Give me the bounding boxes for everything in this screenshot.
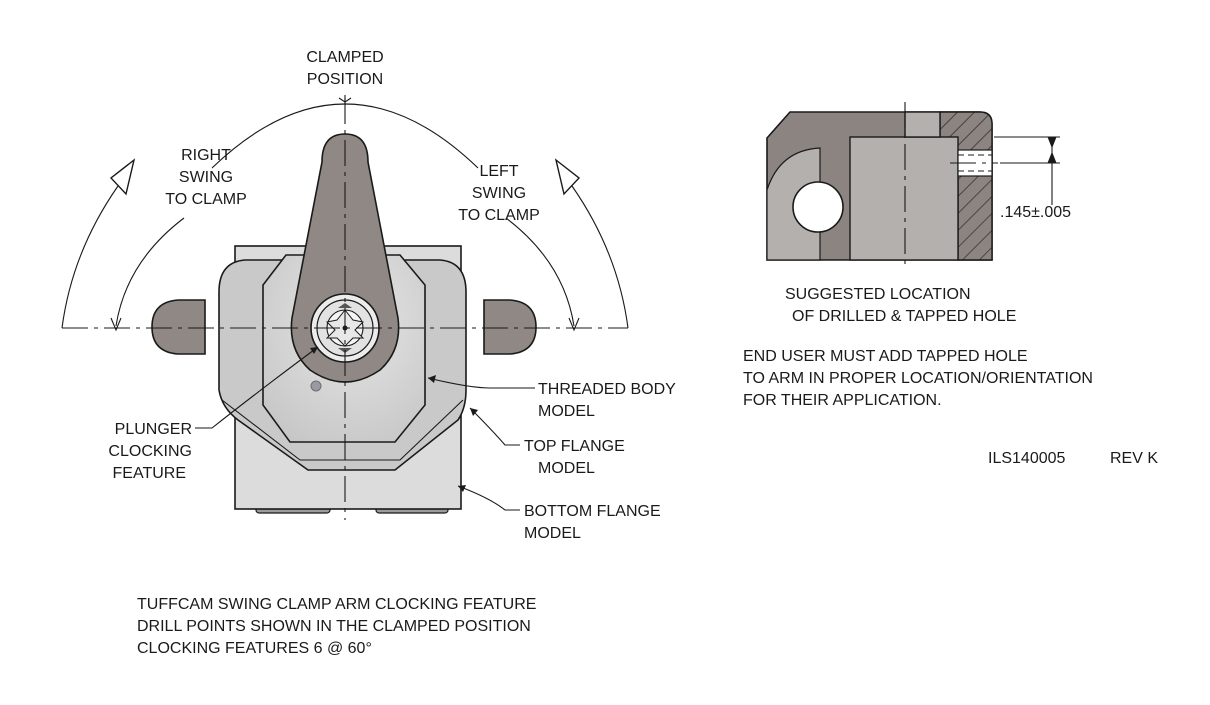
label-right-swing-2: SWING xyxy=(179,169,233,186)
bottom-flange-leader xyxy=(457,485,520,511)
top-flange-edge xyxy=(221,399,464,461)
label-clamped-2: POSITION xyxy=(307,71,383,88)
label-plunger-2: CLOCKING xyxy=(108,443,192,460)
label-plunger-3: FEATURE xyxy=(113,465,186,482)
arm-top-notch xyxy=(904,111,941,138)
note-line-3: FOR THEIR APPLICATION. xyxy=(743,392,942,409)
label-threaded-body-1: THREADED BODY xyxy=(538,381,676,398)
note-line-2: TO ARM IN PROPER LOCATION/ORIENTATION xyxy=(743,370,1093,387)
label-clamped-1: CLAMPED xyxy=(306,49,383,66)
label-bottom-flange-2: MODEL xyxy=(524,525,581,542)
label-left-swing-1: LEFT xyxy=(479,163,518,180)
dimension-value: .145±.005 xyxy=(1000,204,1071,221)
label-right-swing-3: TO CLAMP xyxy=(165,191,247,208)
top-flange-leader xyxy=(469,407,520,446)
caption-line-2: DRILL POINTS SHOWN IN THE CLAMPED POSITI… xyxy=(137,618,531,635)
left-swing-inner-arc xyxy=(505,217,575,327)
label-plunger-1: PLUNGER xyxy=(115,421,192,438)
right-swing-arrowhead xyxy=(109,158,136,196)
label-top-flange-2: MODEL xyxy=(538,460,595,477)
left-swing-outer-arc xyxy=(571,185,629,329)
clamp-view xyxy=(61,95,629,520)
label-top-flange-1: TOP FLANGE xyxy=(524,438,625,455)
label-threaded-body-2: MODEL xyxy=(538,403,595,420)
plunger-leader xyxy=(195,346,319,429)
drawing-number: ILS140005 xyxy=(988,450,1066,467)
caption-line-3: CLOCKING FEATURES 6 @ 60° xyxy=(137,640,372,657)
right-swing-outer-arc xyxy=(61,185,119,329)
dimple xyxy=(310,380,322,392)
arm-cross-hole xyxy=(792,181,844,233)
revision: REV K xyxy=(1110,450,1158,467)
label-left-swing-2: SWING xyxy=(472,185,526,202)
label-suggested-2: OF DRILLED & TAPPED HOLE xyxy=(792,308,1016,325)
right-contact-pad xyxy=(483,299,537,355)
label-left-swing-3: TO CLAMP xyxy=(458,207,540,224)
threaded-body-leader xyxy=(427,377,535,389)
right-swing-inner-arc xyxy=(115,217,185,327)
arm-section-view xyxy=(766,102,1060,268)
label-suggested-1: SUGGESTED LOCATION xyxy=(785,286,971,303)
left-contact-pad xyxy=(151,299,206,355)
caption-line-1: TUFFCAM SWING CLAMP ARM CLOCKING FEATURE xyxy=(137,596,536,613)
arm-bore xyxy=(849,136,959,261)
label-right-swing-1: RIGHT xyxy=(181,147,231,164)
left-swing-arrowhead xyxy=(554,158,581,196)
note-line-1: END USER MUST ADD TAPPED HOLE xyxy=(743,348,1028,365)
label-bottom-flange-1: BOTTOM FLANGE xyxy=(524,503,661,520)
